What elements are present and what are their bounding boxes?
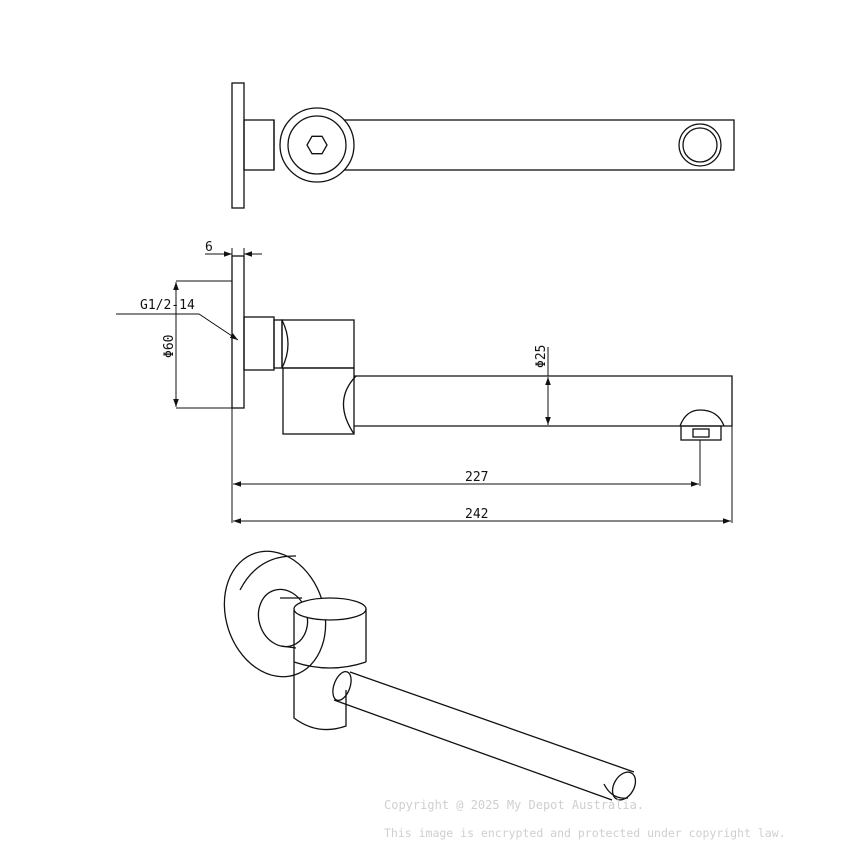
aerator [680,425,722,441]
dim-reach: 227 [465,470,488,485]
side-body-lower [282,367,355,435]
watermark-line-1: Copyright @ 2025 My Depot Australia. [384,798,645,812]
top-spout-body [315,119,735,171]
dimension-labels: 6 G1/2-14 Φ60 Φ25 227 242 [140,240,549,522]
side-body-upper [281,319,355,369]
top-connector [243,119,275,171]
dim-wall-offset: 6 [205,240,213,255]
top-view [231,82,735,209]
side-connector [243,316,275,371]
side-spout [354,375,733,427]
dim-overall-length: 242 [465,507,488,522]
hex-socket-icon [306,135,328,155]
perspective-body-top [293,597,367,621]
dimension-lines [116,248,733,524]
perspective-spout [333,671,635,801]
perspective-body [293,610,347,731]
side-view [231,255,733,441]
dim-plate-diameter: Φ60 [162,335,177,358]
dim-spout-diameter: Φ25 [534,345,549,368]
top-outlet-circle [678,123,722,167]
perspective-view [223,550,637,801]
aerator-outline [679,409,725,427]
top-wall-plate [231,82,245,209]
watermark-line-2: This image is encrypted and protected un… [384,826,786,840]
dim-thread: G1/2-14 [140,298,195,313]
top-body-circle [279,107,355,183]
perspective-outlet [611,771,637,801]
side-wall-plate [231,255,245,409]
